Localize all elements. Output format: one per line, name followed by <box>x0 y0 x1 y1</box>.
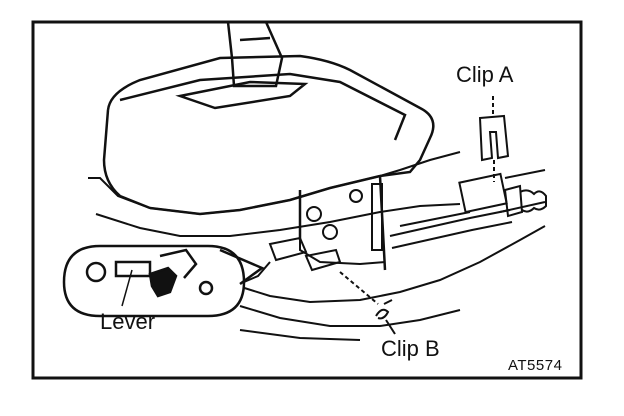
figure-code: AT5574 <box>508 357 563 374</box>
shift-lever <box>226 21 284 88</box>
clip-a-part <box>478 96 510 182</box>
shift-console <box>102 54 435 271</box>
side-panel <box>299 183 386 266</box>
clip-b-label: Clip B <box>381 336 440 361</box>
lever-detail-inset <box>62 244 265 318</box>
clip-a-label: Clip A <box>456 62 514 87</box>
clip-b-part <box>339 271 396 335</box>
lock-mechanism <box>243 236 342 283</box>
figure-border <box>31 20 583 380</box>
cable-assembly <box>389 169 547 249</box>
lever-label: Lever <box>100 309 156 334</box>
